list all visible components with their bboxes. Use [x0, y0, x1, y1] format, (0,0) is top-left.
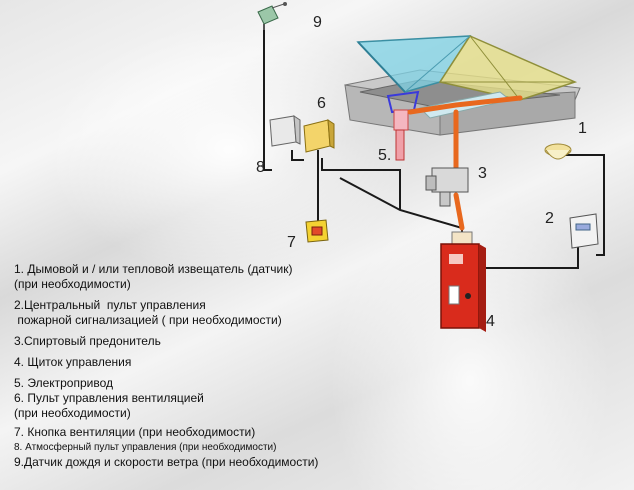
wire-sensor9-to-panel8 [263, 28, 272, 171]
label-3: 3 [478, 165, 487, 182]
legend-line-1: 1. Дымовой и / или тепловой извещатель (… [14, 262, 293, 276]
legend-line-12: 9.Датчик дождя и скорости ветра (при нео… [14, 455, 319, 469]
wire-panel2-to-cabinet4 [472, 245, 579, 269]
smoke-detector [544, 143, 572, 160]
pipe-hatch-horizontal [407, 95, 523, 115]
label-9: 9 [313, 14, 322, 31]
legend-line-9: (при необходимости) [14, 406, 131, 420]
wiring [263, 28, 605, 269]
legend-line-10: 7. Кнопка вентиляции (при необходимости) [14, 425, 256, 439]
legend-line-11: 8. Атмосферный пульт управления (при нео… [14, 442, 277, 453]
legend-line-7: 5. Электропривод [14, 376, 113, 390]
ventilation-button [305, 219, 329, 243]
label-2: 2 [545, 210, 554, 227]
legend-line-6: 4. Щиток управления [14, 355, 132, 369]
label-1: 1 [578, 120, 587, 137]
legend-line-2: (при необходимости) [14, 277, 131, 291]
hatch-frame-edge [357, 41, 406, 93]
wire-detector1-to-panel2 [560, 154, 605, 256]
label-8: 8 [256, 159, 265, 176]
legend-line-8: 6. Пульт управления вентиляцией [14, 391, 204, 405]
orange-pipes [407, 95, 523, 231]
fire-alarm-panel [569, 213, 599, 249]
legend-line-3: 2.Центральный пульт управления [14, 298, 206, 312]
legend: 1. Дымовой и / или тепловой извещатель (… [14, 262, 374, 470]
label-6: 6 [317, 95, 326, 112]
hatch-rib-3 [469, 35, 521, 101]
smoke-hatch [344, 35, 581, 136]
hatch-rib-1 [404, 35, 471, 93]
wire-panel8-to-panel6 [291, 150, 304, 161]
legend-line-4: пожарной сигнализацией ( при необходимос… [14, 313, 282, 327]
ventilation-control-panel [303, 119, 335, 153]
wire-panel6-to-actuator [321, 158, 401, 210]
control-cabinet [440, 231, 486, 332]
electric-actuator [393, 109, 409, 161]
legend-line-5: 3.Спиртовый предонитель [14, 334, 161, 348]
pipe-trigger-to-cabinet [453, 192, 465, 231]
alcohol-trigger [425, 167, 469, 207]
label-4: 4 [486, 313, 495, 330]
rain-wind-sensor [257, 2, 287, 30]
atmospheric-control-panel [269, 115, 301, 147]
label-7: 7 [287, 234, 296, 251]
label-5: 5. [378, 147, 391, 164]
